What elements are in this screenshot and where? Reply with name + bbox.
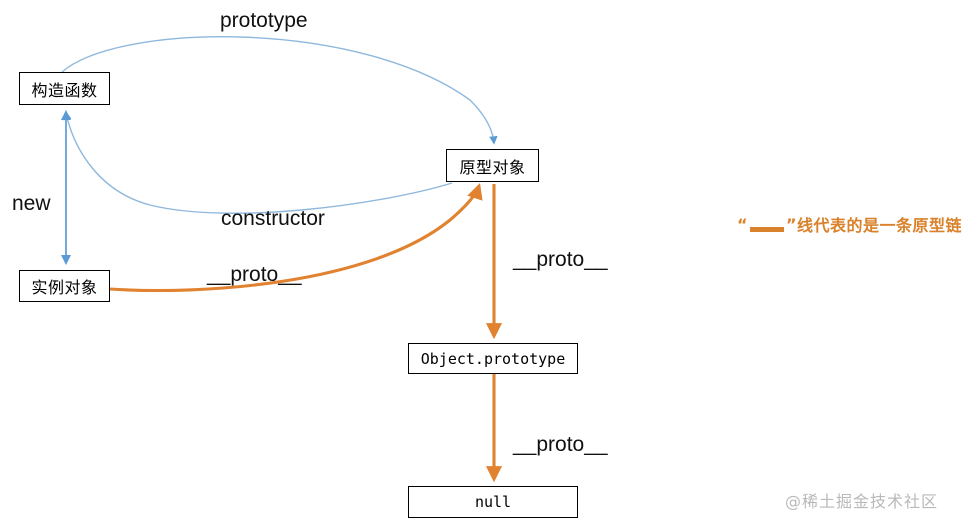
edge-label-constructor: constructor [221, 207, 325, 230]
node-prototype-obj[interactable]: 原型对象 [446, 149, 539, 182]
edge-label-proto-instance: __proto__ [207, 263, 302, 286]
node-object-prototype[interactable]: Object.prototype [408, 343, 578, 374]
legend-text: 线代表的是一条原型链 [797, 216, 963, 235]
node-instance-obj-label: 实例对象 [31, 278, 98, 297]
edge-constructor [63, 111, 453, 214]
node-prototype-obj-label: 原型对象 [459, 157, 526, 177]
node-null[interactable]: null [408, 486, 578, 518]
legend-quote-close: ” [786, 214, 798, 234]
edge-label-prototype: prototype [220, 9, 308, 32]
node-instance-obj[interactable]: 实例对象 [19, 270, 110, 302]
edge-label-proto-prototype: __proto__ [513, 248, 608, 271]
node-constructor-fn[interactable]: 构造函数 [19, 72, 110, 105]
legend-prototype-chain: “ ” 线代表的是一条原型链 [737, 212, 962, 236]
legend-line-sample [750, 226, 785, 232]
edge-label-proto-objectprototype: __proto__ [513, 433, 608, 456]
watermark: @稀土掘金技术社区 [785, 492, 939, 511]
node-constructor-fn-label: 构造函数 [31, 80, 98, 100]
node-null-label: null [474, 493, 512, 511]
node-object-prototype-label: Object.prototype [420, 349, 566, 368]
edge-label-new: new [12, 192, 51, 215]
edge-prototype [61, 36, 498, 145]
legend-quote-open: “ [737, 214, 749, 234]
